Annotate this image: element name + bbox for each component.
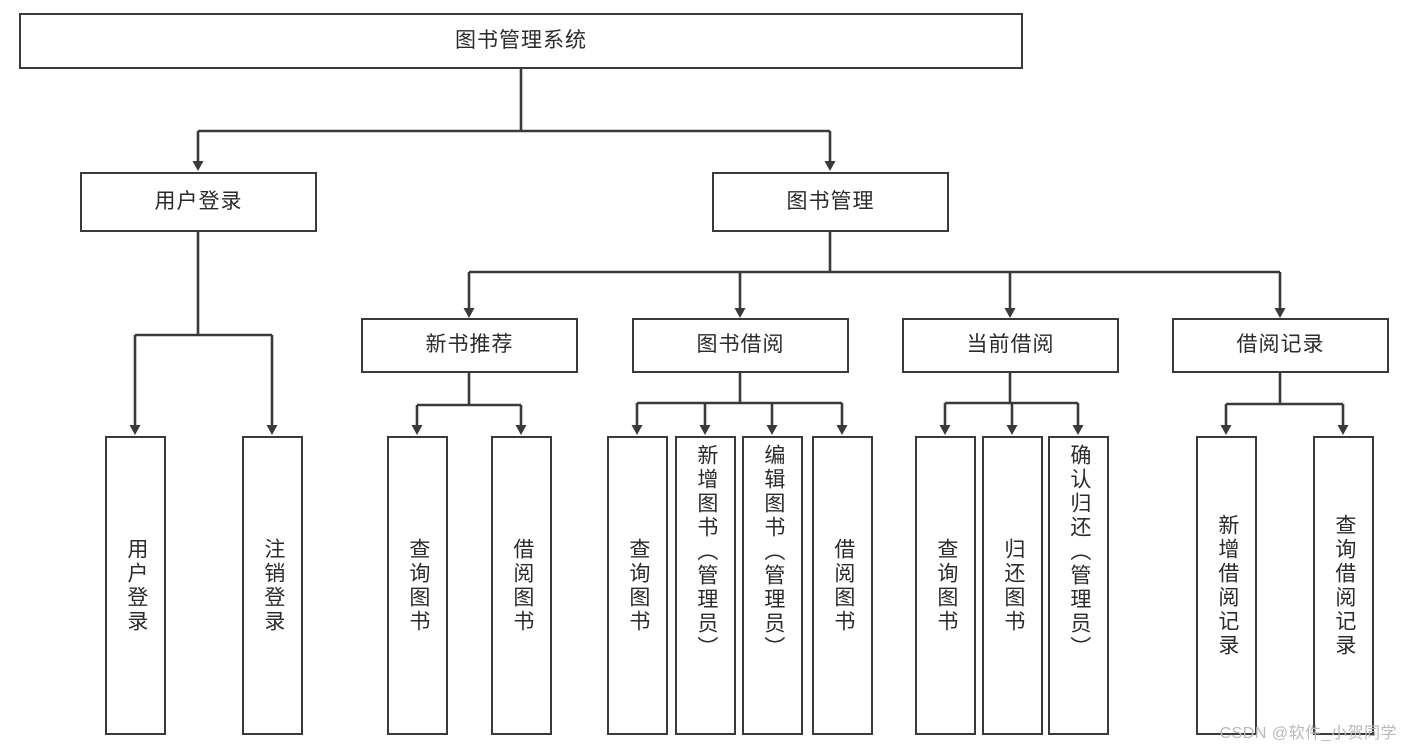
node-label: 当前借阅 (966, 333, 1055, 357)
node-label: 注销登录 (261, 537, 285, 634)
leaf-current-borrow-query-book[interactable]: 查询图书 (915, 436, 976, 735)
leaf-borrow-record-add-record[interactable]: 新增借阅记录 (1196, 436, 1257, 735)
node-label: 借阅记录 (1236, 333, 1325, 357)
node-label: 查询图书 (934, 537, 958, 634)
leaf-book-borrow-edit-book-admin[interactable]: 编辑图书（管理员） (742, 436, 803, 735)
leaf-current-borrow-confirm-return-admin[interactable]: 确认归还（管理员） (1048, 436, 1109, 735)
leaf-new-book-query-book[interactable]: 查询图书 (387, 436, 448, 735)
leaf-book-borrow-add-book-admin[interactable]: 新增图书（管理员） (675, 436, 736, 735)
node-label: 借阅图书 (510, 537, 534, 634)
node-label: 归还图书 (1001, 537, 1025, 634)
leaf-user-login-signin[interactable]: 用户登录 (105, 436, 166, 735)
node-label: 图书管理 (786, 189, 875, 213)
node-current-borrowing[interactable]: 当前借阅 (902, 318, 1119, 373)
node-borrowing-records[interactable]: 借阅记录 (1172, 318, 1389, 373)
node-label: 确认归还（管理员） (1067, 444, 1091, 660)
leaf-borrow-record-query-record[interactable]: 查询借阅记录 (1313, 436, 1374, 735)
node-label: 查询图书 (406, 537, 430, 634)
node-label: 用户登录 (124, 537, 148, 634)
watermark-text: CSDN @软件_小贺同学 (1219, 725, 1397, 742)
node-label: 查询借阅记录 (1332, 513, 1356, 658)
node-new-book-recommendation[interactable]: 新书推荐 (361, 318, 578, 373)
leaf-book-borrow-borrow-book[interactable]: 借阅图书 (812, 436, 873, 735)
node-book-management[interactable]: 图书管理 (712, 172, 949, 232)
node-label: 新增图书（管理员） (694, 444, 718, 660)
leaf-new-book-borrow-book[interactable]: 借阅图书 (491, 436, 552, 735)
node-user-login[interactable]: 用户登录 (80, 172, 317, 232)
node-label: 用户登录 (154, 189, 243, 213)
node-label: 图书借阅 (696, 333, 785, 357)
node-book-borrowing[interactable]: 图书借阅 (632, 318, 849, 373)
leaf-user-login-signout[interactable]: 注销登录 (242, 436, 303, 735)
node-label: 借阅图书 (831, 537, 855, 634)
node-label: 新书推荐 (425, 333, 514, 357)
node-label: 图书管理系统 (455, 28, 587, 52)
node-root-book-management-system[interactable]: 图书管理系统 (19, 13, 1023, 69)
node-label: 编辑图书（管理员） (761, 444, 785, 660)
leaf-book-borrow-query-book[interactable]: 查询图书 (607, 436, 668, 735)
leaf-current-borrow-return-book[interactable]: 归还图书 (982, 436, 1043, 735)
node-label: 查询图书 (626, 537, 650, 634)
node-label: 新增借阅记录 (1215, 513, 1239, 658)
